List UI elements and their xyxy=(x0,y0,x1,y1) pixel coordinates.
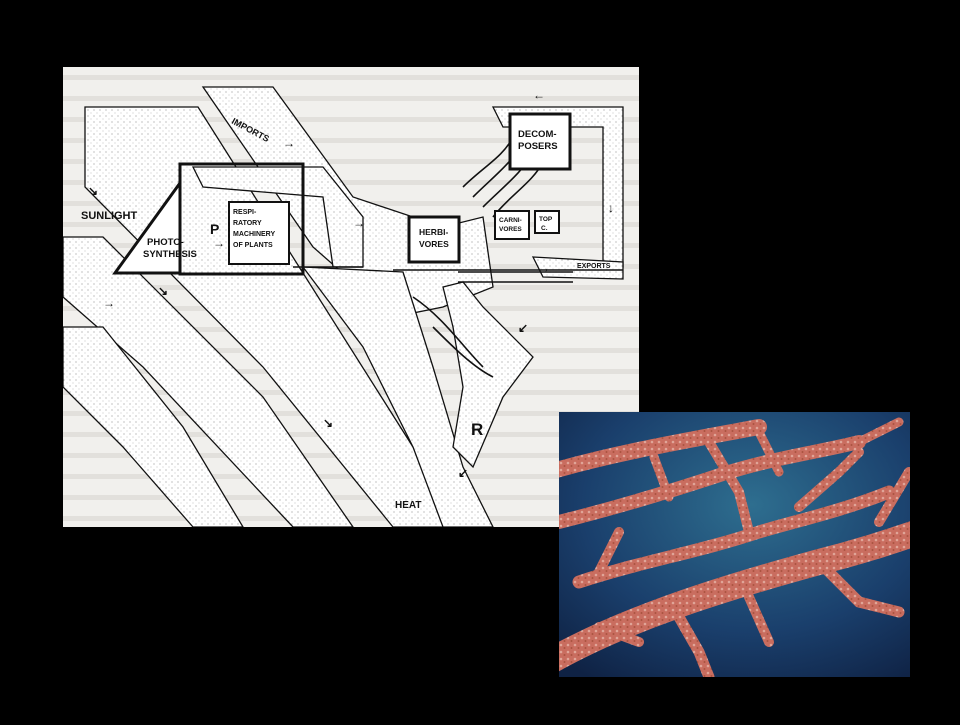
respiratory-label-4: OF PLANTS xyxy=(233,242,273,249)
decomposers-label-2: POSERS xyxy=(518,141,558,152)
respiratory-label-1: RESPI- xyxy=(233,209,257,216)
svg-text:↘: ↘ xyxy=(158,284,168,298)
svg-text:↘: ↘ xyxy=(88,184,98,198)
svg-text:→: → xyxy=(353,216,365,230)
photosynthesis-label-2: SYNTHESIS xyxy=(143,249,197,260)
svg-text:→: → xyxy=(283,136,295,150)
svg-text:↓: ↓ xyxy=(608,201,614,215)
svg-text:↙: ↙ xyxy=(518,321,528,335)
sunlight-label: SUNLIGHT xyxy=(81,210,138,222)
r-label: R xyxy=(471,420,483,439)
top-carnivores-label-2: C. xyxy=(541,225,548,232)
svg-text:←: ← xyxy=(533,88,545,102)
carnivores-label-1: CARNI- xyxy=(499,217,522,224)
photosynthesis-label-1: PHOTO- xyxy=(147,237,184,248)
herbivores-label-2: VORES xyxy=(419,239,449,249)
carnivores-label-2: VORES xyxy=(499,226,522,233)
energy-flow-diagram: ↘ → → → ↘ → ↘ ↙ ↓ ← → ↙ SUNLIGHT IMPORTS… xyxy=(63,67,639,527)
svg-text:→: → xyxy=(103,296,115,310)
coral-photo xyxy=(559,412,910,677)
respiratory-label-3: MACHINERY xyxy=(233,231,275,238)
p-label: P xyxy=(210,221,219,237)
decomposers-label-1: DECOM- xyxy=(518,129,557,140)
svg-text:→: → xyxy=(213,236,225,250)
carnivores-box xyxy=(495,211,529,239)
herbivores-label-1: HERBI- xyxy=(419,227,448,237)
exports-label: EXPORTS xyxy=(577,263,611,270)
respiratory-label-2: RATORY xyxy=(233,220,262,227)
svg-text:→: → xyxy=(538,261,550,275)
svg-text:↘: ↘ xyxy=(323,416,333,430)
heat-label: HEAT xyxy=(395,500,421,511)
top-carnivores-label-1: TOP xyxy=(539,216,553,223)
svg-text:↙: ↙ xyxy=(458,466,468,480)
